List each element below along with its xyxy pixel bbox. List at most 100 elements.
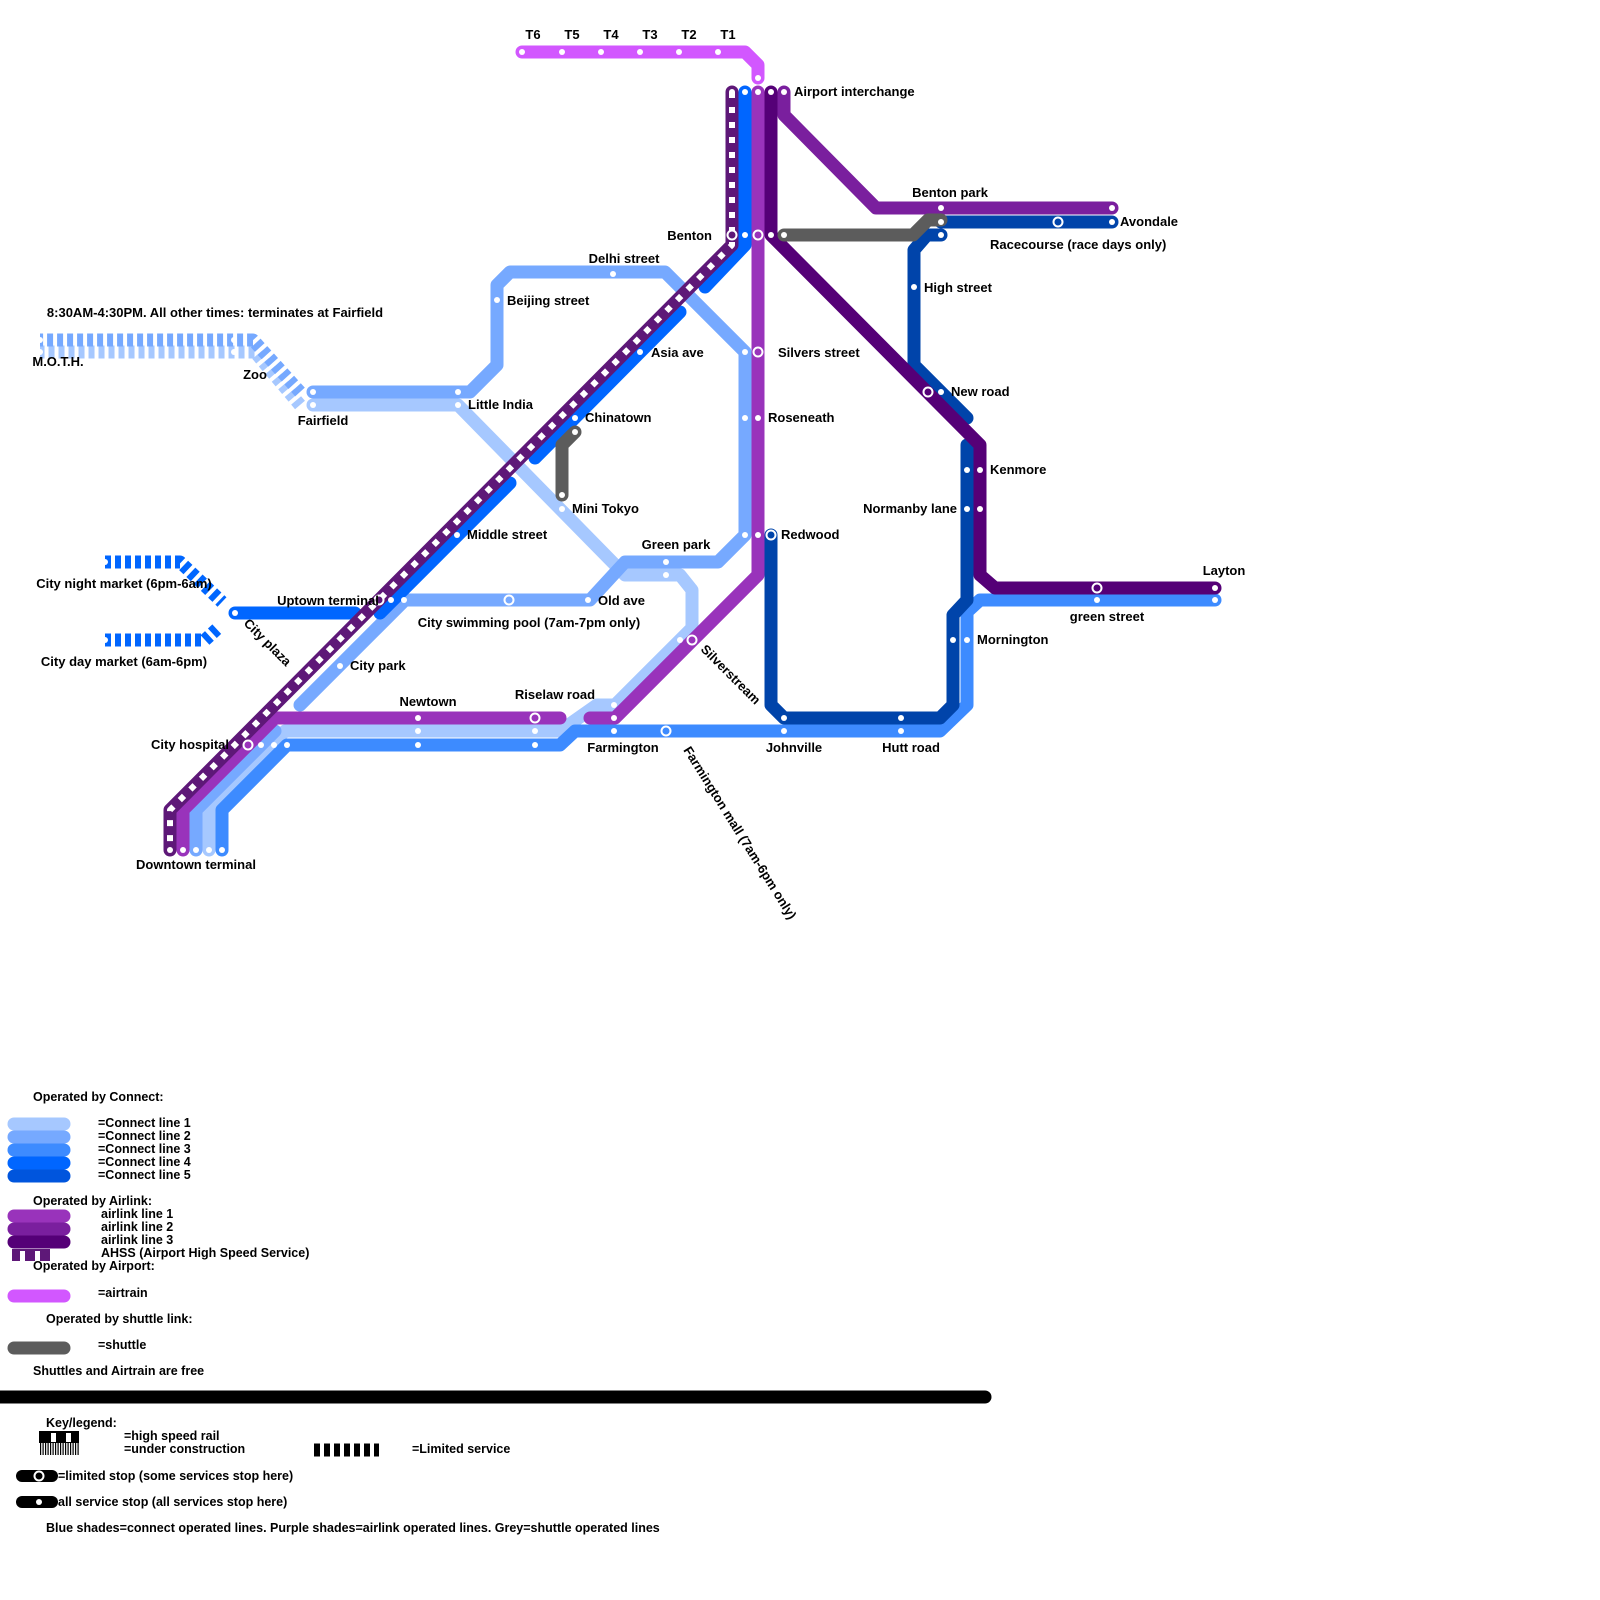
- station-label: New road: [951, 384, 1010, 399]
- legend-label: =Connect line 3: [98, 1142, 191, 1156]
- station-label: Green park: [642, 537, 711, 552]
- legend-heading: Operated by Connect:: [33, 1090, 164, 1104]
- station-stop: [663, 572, 669, 578]
- station-stop: [781, 89, 787, 95]
- station-stop: [729, 89, 735, 95]
- station-label: Newtown: [399, 694, 456, 709]
- shuttle-line: [777, 213, 948, 242]
- interchange-stop: [242, 739, 254, 751]
- station-stop: [742, 532, 748, 538]
- map-lines: [40, 45, 1222, 857]
- station-stop: [455, 402, 461, 408]
- airtrain-line: [515, 45, 765, 85]
- station-label: Johnville: [766, 740, 822, 755]
- legend-label: =Connect line 5: [98, 1168, 191, 1182]
- ahss-stripes: [167, 92, 735, 850]
- station-stop: [964, 467, 970, 473]
- station-stop: [898, 715, 904, 721]
- station-stop: [219, 847, 225, 853]
- station-stop: [271, 742, 277, 748]
- station-stop: [559, 49, 565, 55]
- station-label: Zoo: [243, 367, 267, 382]
- station-stop: [598, 49, 604, 55]
- station-label: Avondale: [1120, 214, 1178, 229]
- connect-line-5: [764, 438, 974, 725]
- station-stop: [938, 219, 944, 225]
- station-stop: [637, 49, 643, 55]
- legend-label: =Connect line 2: [98, 1129, 191, 1143]
- connect-line-5: [907, 228, 974, 425]
- station-stop: [676, 49, 682, 55]
- station-label: Benton: [667, 228, 712, 243]
- station-label: T6: [525, 27, 540, 42]
- station-stop: [898, 728, 904, 734]
- airlink-line-2: [777, 85, 1119, 215]
- interchange-stop: [503, 594, 515, 606]
- station-stop: [415, 715, 421, 721]
- station-stop: [258, 742, 264, 748]
- station-stop: [494, 297, 500, 303]
- legend-label: airlink line 1: [101, 1207, 173, 1221]
- interchange-stop: [686, 634, 698, 646]
- station-label: T4: [603, 27, 619, 42]
- key-high-speed-stripe: [66, 1433, 71, 1442]
- station-stop: [755, 415, 761, 421]
- interchange-stop: [660, 725, 672, 737]
- station-label: T2: [681, 27, 696, 42]
- station-label: Airport interchange: [794, 84, 915, 99]
- legend-note: Shuttles and Airtrain are free: [33, 1364, 204, 1378]
- key-label: all service stop (all services stop here…: [58, 1495, 287, 1509]
- station-stop: [1212, 597, 1218, 603]
- interchange-stop: [922, 386, 934, 398]
- station-label: Silvers street: [778, 345, 860, 360]
- station-label: City swimming pool (7am-7pm only): [418, 615, 640, 630]
- station-label: City plaza: [241, 616, 295, 670]
- station-stop: [742, 415, 748, 421]
- station-label: T1: [720, 27, 735, 42]
- key-label: =high speed rail: [124, 1429, 220, 1443]
- legend-heading: Operated by Airport:: [33, 1259, 155, 1273]
- station-stop: [102, 559, 108, 565]
- station-stop: [231, 349, 237, 355]
- station-stop: [938, 232, 944, 238]
- station-stop: [781, 232, 787, 238]
- key-under-construction-swatch: [39, 1443, 79, 1455]
- station-label: Racecourse (race days only): [990, 237, 1166, 252]
- station-stop: [755, 75, 761, 81]
- station-label: Little India: [468, 397, 534, 412]
- legend-label: airlink line 3: [101, 1233, 173, 1247]
- station-label: Normanby lane: [863, 501, 957, 516]
- legend-label: =Connect line 1: [98, 1116, 191, 1130]
- station-label: City hospital: [151, 737, 229, 752]
- station-label: Chinatown: [585, 410, 651, 425]
- station-stop: [755, 532, 761, 538]
- station-stop: [337, 663, 343, 669]
- station-stop: [755, 89, 761, 95]
- station-label: Beijing street: [507, 293, 590, 308]
- map-stops: [37, 49, 1218, 853]
- connect-line-2: [189, 724, 282, 857]
- station-stop: [310, 402, 316, 408]
- connect-line-1-limited: [40, 345, 305, 410]
- station-stop: [585, 597, 591, 603]
- station-label: High street: [924, 280, 993, 295]
- key-limited-stop-icon: [33, 1470, 45, 1482]
- station-stop: [559, 492, 565, 498]
- key-label: =limited stop (some services stop here): [58, 1469, 293, 1483]
- key-high-speed-stripe: [51, 1433, 56, 1442]
- station-stop: [572, 415, 578, 421]
- key-label: =under construction: [124, 1442, 245, 1456]
- interchange-stop: [1091, 582, 1103, 594]
- station-stop: [964, 637, 970, 643]
- legend-swatch-ahss-stripe: [35, 1251, 40, 1261]
- station-label: Silverstream: [698, 642, 764, 708]
- station-label: Benton park: [912, 185, 989, 200]
- legend: Operated by Connect: =Connect line 1 =Co…: [0, 1090, 992, 1535]
- station-stop: [768, 89, 774, 95]
- interchange-stop: [1052, 216, 1064, 228]
- connect-line-4: [698, 85, 752, 294]
- connect-line-4: [373, 476, 517, 620]
- connect-line-3: [215, 593, 1222, 857]
- interchange-stop: [726, 229, 738, 241]
